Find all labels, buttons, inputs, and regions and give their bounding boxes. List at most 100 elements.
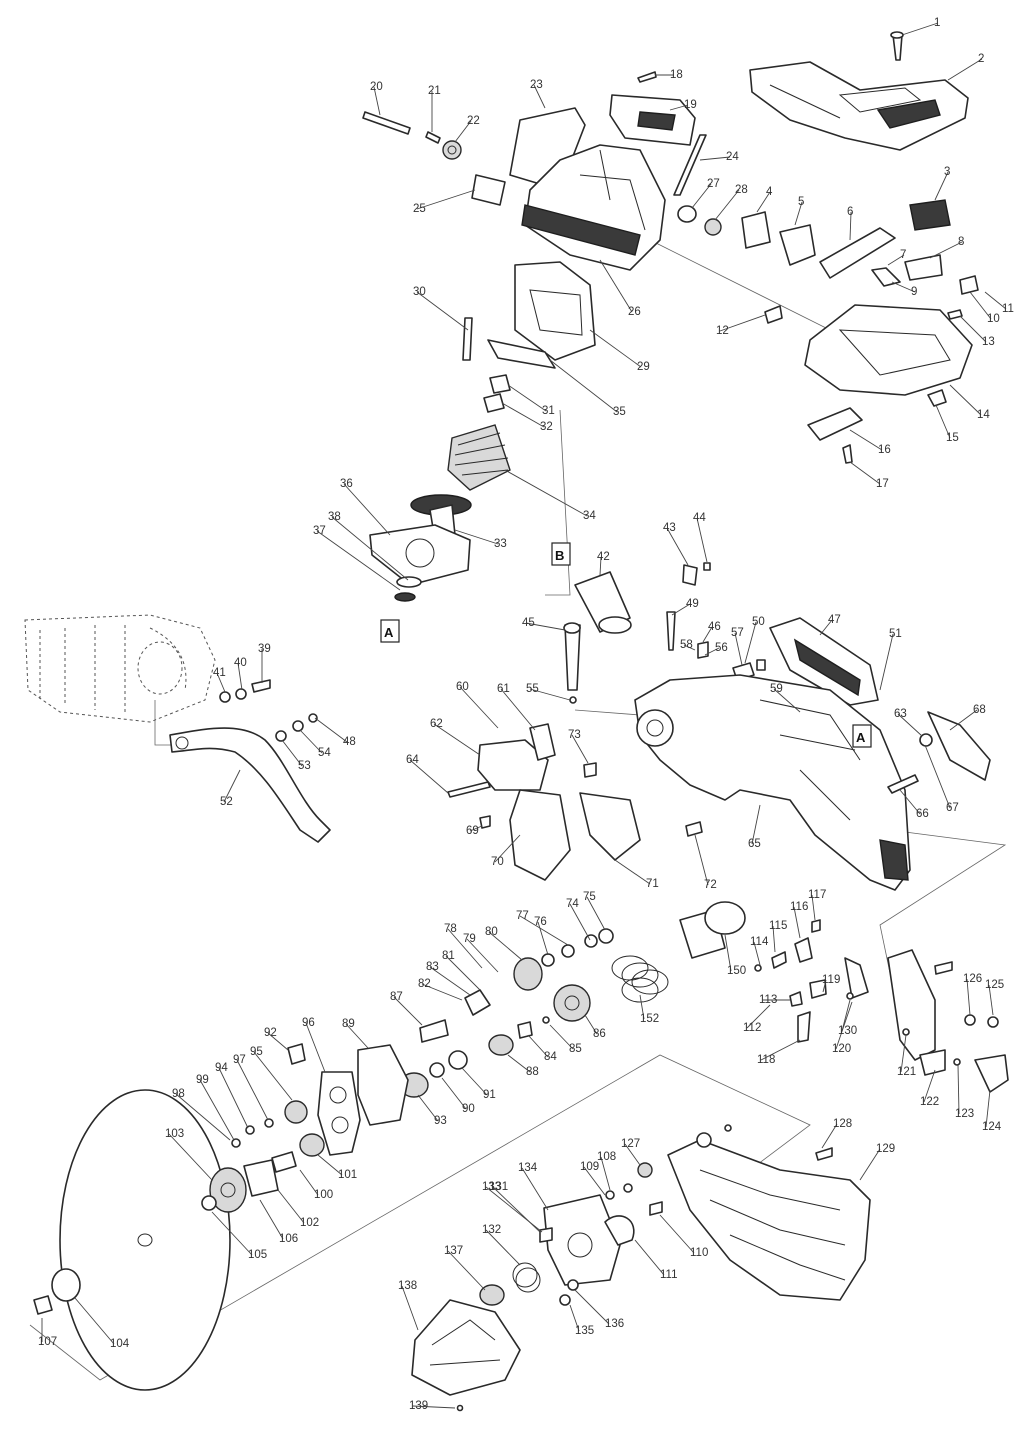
leader-line-82: [421, 983, 463, 1001]
part-number-label: 67: [946, 802, 959, 814]
part-number-label: 112: [743, 1022, 761, 1034]
leader-line-134: [521, 1167, 549, 1211]
leader-line-56: [704, 647, 720, 656]
part-number-label: 137: [444, 1245, 463, 1257]
part-number-label: 28: [735, 184, 748, 196]
part-number-label: 26: [628, 306, 641, 318]
leader-line-25: [416, 189, 476, 210]
part-number-label: 100: [314, 1189, 333, 1201]
part-number-label: 55: [526, 683, 539, 695]
leader-line-8: [929, 241, 963, 259]
part-number-label: 117: [808, 889, 826, 901]
part-number-label: 49: [686, 598, 699, 610]
part-number-label: 135: [575, 1325, 594, 1337]
leader-line-116: [793, 906, 801, 939]
leader-line-79: [466, 938, 499, 973]
part-number-label: 66: [916, 808, 929, 820]
part-number-label: 35: [613, 406, 626, 418]
part-number-label: 91: [483, 1089, 496, 1101]
leader-line-11: [984, 291, 1007, 310]
part-number-label: 101: [338, 1169, 357, 1181]
part-number-label: 61: [497, 683, 510, 695]
switch-parts: [741, 199, 979, 324]
guard-plate: [887, 711, 991, 794]
part-number-label: 54: [318, 747, 331, 759]
part-number-label: 109: [580, 1161, 599, 1173]
part-number-label: 27: [707, 178, 720, 190]
part-number-label: 25: [413, 203, 426, 215]
leader-line-85: [549, 1024, 574, 1050]
part-number-label: 80: [485, 926, 498, 938]
leader-line-115: [772, 925, 776, 953]
leader-line-34: [504, 469, 588, 517]
part-number-label: 34: [583, 510, 596, 522]
part-number-label: 92: [264, 1027, 277, 1039]
part-number-label: 89: [342, 1018, 355, 1030]
leader-line-88: [507, 1054, 531, 1073]
part-number-label: 76: [534, 916, 547, 928]
leader-line-26: [599, 259, 633, 313]
svg-text:A: A: [856, 730, 866, 745]
leader-line-38: [331, 516, 409, 581]
part-number-label: 126: [963, 973, 982, 985]
leader-line-120: [835, 1001, 853, 1050]
part-number-label: 70: [491, 856, 504, 868]
leader-line-127: [624, 1143, 641, 1166]
part-number-label: 127: [621, 1138, 640, 1150]
leader-line-90: [441, 1077, 467, 1110]
part-number-label: 132: [482, 1224, 501, 1236]
leader-line-15: [935, 404, 951, 439]
part-number-label: 107: [38, 1336, 57, 1348]
leader-line-14: [949, 384, 982, 416]
part-number-label: 23: [530, 79, 543, 91]
ref-tag-b: B: [551, 542, 571, 566]
leader-line-4: [756, 191, 771, 213]
safety-guard: [667, 1124, 871, 1301]
leader-line-66: [899, 789, 921, 815]
leader-line-110: [659, 1214, 695, 1254]
part-number-label: 3: [944, 166, 950, 178]
dust-nozzle: [574, 562, 711, 634]
leader-line-64: [409, 759, 449, 794]
leader-line-5: [794, 201, 803, 226]
part-number-label: 15: [946, 432, 959, 444]
leader-line-44: [696, 517, 708, 563]
leader-line-86: [584, 1014, 598, 1035]
leader-line-59: [773, 688, 801, 713]
leader-line-80: [488, 931, 523, 961]
leader-line-99: [199, 1079, 235, 1141]
leader-line-87: [393, 996, 423, 1026]
leader-line-69: [469, 825, 483, 832]
leader-line-123: [957, 1064, 960, 1115]
part-number-label: 4: [766, 186, 773, 198]
part-number-label: 119: [822, 974, 840, 986]
leader-line-102: [277, 1189, 305, 1224]
part-number-label: 110: [690, 1247, 708, 1259]
leader-line-89: [345, 1023, 369, 1049]
leader-line-29: [589, 329, 642, 368]
part-number-label: 129: [876, 1143, 895, 1155]
flanges: [33, 1167, 247, 1315]
part-number-label: 18: [670, 69, 683, 81]
part-number-label: 94: [215, 1062, 228, 1074]
part-number-label: 29: [637, 361, 650, 373]
safety-lock-parts: [754, 919, 1009, 1093]
part-number-label: 103: [165, 1128, 184, 1140]
part-number-label: 116: [790, 901, 808, 913]
leader-line-104: [74, 1297, 115, 1345]
leader-line-136: [574, 1289, 610, 1325]
part-number-label: 106: [279, 1233, 298, 1245]
leader-line-84: [527, 1034, 549, 1058]
leader-line-63: [897, 713, 923, 737]
part-number-label: 32: [540, 421, 553, 433]
lower-guard-parts: [411, 1147, 833, 1412]
part-number-label: 8: [958, 236, 964, 248]
leader-line-81: [445, 955, 481, 991]
part-number-label: 63: [894, 708, 907, 720]
part-number-label: 105: [248, 1249, 267, 1261]
part-number-label: 113: [759, 994, 777, 1006]
part-number-label: 90: [462, 1103, 475, 1115]
part-number-label: 81: [442, 950, 455, 962]
